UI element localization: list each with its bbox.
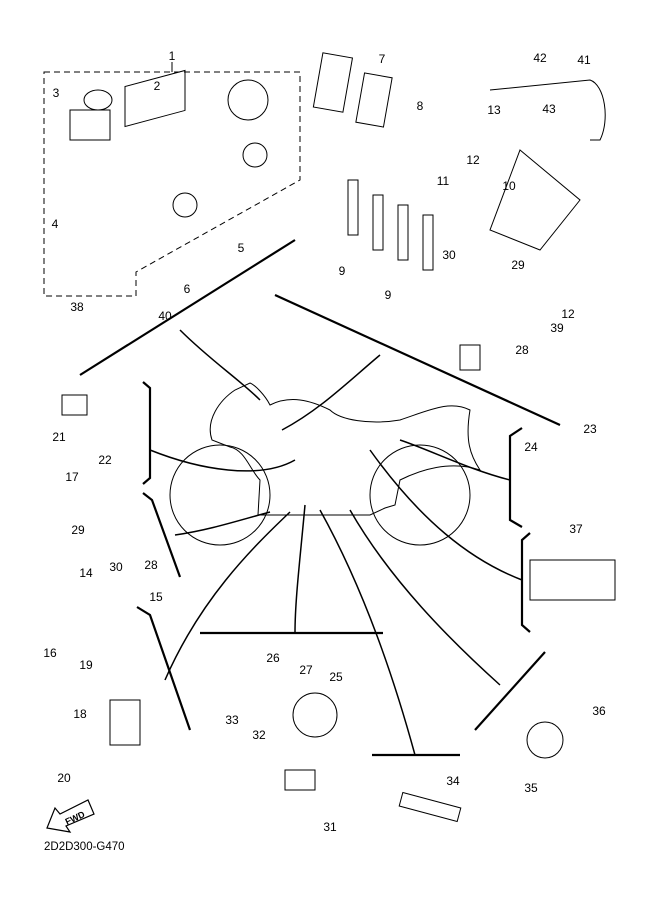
connector-right-35 <box>349 509 501 686</box>
part-lock-cap <box>227 79 269 121</box>
diagram-code: 2D2D300-G470 <box>44 841 125 853</box>
callout-6: 6 <box>183 282 191 296</box>
callout-10: 10 <box>502 179 516 193</box>
callout-41: 41 <box>577 53 591 67</box>
connector-left-21 <box>149 449 296 472</box>
part-shapes <box>61 52 616 823</box>
part-9-plug-cap-a <box>347 179 359 236</box>
callout-19: 19 <box>79 658 93 672</box>
group-brackets <box>79 239 561 757</box>
callout-25: 25 <box>329 670 343 684</box>
fwd-arrow-icon <box>46 799 95 833</box>
part-7-coil <box>312 52 354 113</box>
connector-bottom-34 <box>319 509 416 756</box>
callout-27: 27 <box>299 663 313 677</box>
front-wheel <box>169 444 271 546</box>
callout-30b: 30 <box>109 560 123 574</box>
connector-left-28 <box>174 511 271 536</box>
callout-31: 31 <box>323 820 337 834</box>
callout-7: 7 <box>378 52 386 66</box>
callout-29a: 29 <box>511 258 525 272</box>
callout-3: 3 <box>52 86 60 100</box>
part-34-o2-sensor <box>398 791 462 823</box>
callout-24: 24 <box>524 440 538 454</box>
part-3-switch-body <box>69 109 111 141</box>
connector-top-center <box>281 354 381 431</box>
bracket-right-35 <box>474 651 546 731</box>
callout-36: 36 <box>592 704 606 718</box>
callout-13: 13 <box>487 103 501 117</box>
part-18-solenoid <box>109 699 141 746</box>
part-35-throttle-sensor <box>526 721 564 759</box>
callout-15: 15 <box>149 590 163 604</box>
callout-22: 22 <box>98 453 112 467</box>
part-21-sensor <box>61 394 88 416</box>
callout-5: 5 <box>237 241 245 255</box>
callout-30a: 30 <box>442 248 456 262</box>
assembly-1-dashed-box <box>43 71 301 297</box>
bracket-left-28 <box>142 492 182 578</box>
callout-9a: 9 <box>338 264 346 278</box>
fairing-outline <box>209 382 482 516</box>
bracket-top-left <box>79 239 296 376</box>
callout-4: 4 <box>51 217 59 231</box>
part-25-reluctor <box>292 692 338 738</box>
callout-23: 23 <box>583 422 597 436</box>
connector-lines <box>149 329 523 756</box>
callout-14: 14 <box>79 566 93 580</box>
callout-17: 17 <box>65 470 79 484</box>
callout-16: 16 <box>43 646 57 660</box>
callout-18: 18 <box>73 707 87 721</box>
callout-11: 11 <box>436 174 450 188</box>
bracket-right-23 <box>508 427 523 528</box>
callout-28b: 28 <box>144 558 158 572</box>
rear-wheel <box>369 444 471 546</box>
callout-21: 21 <box>52 430 66 444</box>
part-9-plug-cap-b <box>372 194 384 251</box>
callout-12a: 12 <box>466 153 480 167</box>
part-9-plug-cap-d <box>422 214 434 271</box>
callout-12b: 12 <box>561 307 575 321</box>
callout-35: 35 <box>524 781 538 795</box>
callout-40: 40 <box>158 309 172 323</box>
callout-37: 37 <box>569 522 583 536</box>
part-2-ecu <box>124 69 186 128</box>
connector-left-18 <box>164 511 291 681</box>
callout-2: 2 <box>153 79 161 93</box>
connector-right-37 <box>369 449 523 581</box>
callout-34: 34 <box>446 774 460 788</box>
part-3-switch <box>83 89 113 111</box>
part-9-plug-cap-c <box>397 204 409 261</box>
callout-33: 33 <box>225 713 239 727</box>
connector-bottom-mid <box>294 504 306 634</box>
part-37-ecu <box>529 559 616 601</box>
callout-1: 1 <box>168 49 176 63</box>
motorcycle-silhouette <box>169 382 482 546</box>
part-28-sensor <box>459 344 481 371</box>
part-10-bracket <box>489 149 581 251</box>
callout-20: 20 <box>57 771 71 785</box>
part-31-pickup <box>284 769 316 791</box>
callout-39: 39 <box>550 321 564 335</box>
callout-38: 38 <box>70 300 84 314</box>
callout-26: 26 <box>266 651 280 665</box>
callout-28a: 28 <box>515 343 529 357</box>
callout-32: 32 <box>252 728 266 742</box>
callout-43: 43 <box>542 102 556 116</box>
connector-right-23 <box>399 439 511 481</box>
part-41-cover <box>489 79 606 141</box>
part-lock-cylinder <box>242 142 268 168</box>
bracket-right-37 <box>520 532 531 633</box>
callout-29b: 29 <box>71 523 85 537</box>
part-8-coil <box>355 72 393 128</box>
callout-9b: 9 <box>384 288 392 302</box>
part-seat-lock <box>172 192 198 218</box>
bracket-top-right <box>274 293 561 427</box>
connector-top-left <box>179 329 261 401</box>
callout-8: 8 <box>416 99 424 113</box>
bracket-left-18 <box>136 606 192 731</box>
callout-42: 42 <box>533 51 547 65</box>
bracket-left-21 <box>142 381 152 485</box>
